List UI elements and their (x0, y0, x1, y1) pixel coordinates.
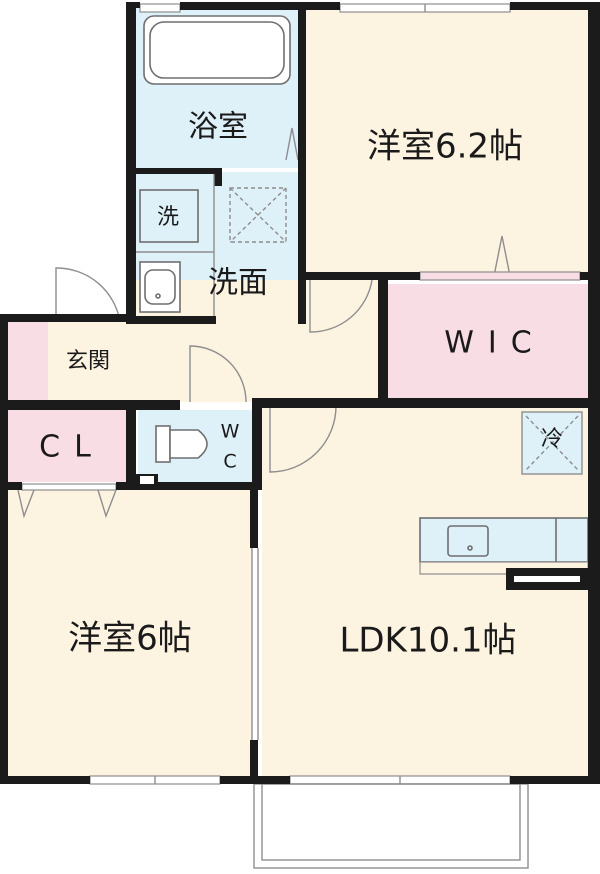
washroom-label: 洗面 (208, 266, 268, 301)
wall-top-mid (180, 2, 340, 10)
refrigerator-diag-2 (525, 415, 579, 471)
wall-bottom-mid (220, 776, 290, 784)
toilet-label-w: W (221, 421, 240, 443)
wall-left (0, 314, 8, 784)
western-room-1-label: 洋室6.2帖 (367, 127, 523, 167)
western-room-1-floor (303, 8, 588, 276)
ldk-label: LDK10.1帖 (339, 621, 516, 661)
wic-label: WIC (444, 326, 545, 361)
wall-bottom-right (510, 776, 600, 784)
floor-drain-icon (229, 187, 287, 243)
wall-top-right (510, 2, 600, 10)
washer-label: 洗 (157, 205, 179, 230)
kitchen-sink-drain-icon (467, 545, 473, 551)
wall-room2-top-left (8, 482, 22, 490)
closet-door-track (21, 483, 117, 491)
toilet-bowl-icon (169, 429, 208, 459)
wic-door-track (419, 271, 581, 281)
balcony-outline (253, 783, 529, 869)
floor-drain-diag-2 (229, 187, 287, 243)
entrance-label: 玄関 (66, 349, 110, 374)
washer-pan-icon (139, 189, 199, 243)
toilet-door-swing (189, 345, 247, 403)
washroom-door-swing (309, 279, 373, 333)
toilet-label-c: C (223, 451, 236, 473)
entrance-door-swing (55, 267, 121, 323)
kitchen-counter (419, 517, 589, 563)
room-labels: 洋室6.2帖 浴室 洗面 洗 玄関 WIC CL W C 冷 洋室6帖 LDK1… (39, 110, 563, 661)
fixtures (139, 15, 579, 562)
wall-wash-bottom-right (298, 316, 306, 324)
wash-basin-drain-icon (155, 293, 161, 299)
bathroom-label: 浴室 (188, 110, 248, 145)
wic-door-mark (493, 235, 511, 277)
wall-room2-top-right (116, 482, 262, 490)
wall-bath-left (126, 2, 136, 324)
closet-door-mark-2 (97, 489, 117, 519)
wall-right (588, 2, 600, 784)
wall-wash-bottom (136, 316, 216, 324)
refrigerator-label: 冷 (541, 427, 563, 452)
bathtub-inner-icon (149, 21, 285, 79)
bath-door-mark (285, 127, 299, 161)
balcony (253, 783, 529, 869)
wall-entrance-top (0, 314, 134, 322)
wall-wic-left (378, 276, 388, 406)
entrance-left-floor (8, 322, 48, 402)
walls (0, 2, 600, 784)
bathtub-icon (143, 15, 291, 85)
wall-entrance-bottom (0, 400, 180, 410)
wall-bath-wash (136, 168, 220, 174)
door-swings (17, 127, 511, 519)
wall-kitchen-partition-gap (514, 576, 580, 582)
kitchen-sink-icon (447, 525, 489, 557)
window-top-bath (139, 3, 181, 13)
wall-wash-stub (214, 168, 222, 186)
wall-room1-bottom-left (306, 272, 420, 280)
wall-toilet-notch-gap (140, 476, 154, 484)
balcony-inner (261, 783, 521, 861)
wall-toilet-right (252, 398, 262, 488)
wall-bath-room1 (298, 8, 306, 324)
toilet-tank-icon (155, 425, 171, 463)
wic-floor (386, 284, 588, 398)
wash-basin-bowl-icon (144, 269, 176, 305)
wall-room1-bottom-right (580, 272, 590, 280)
wall-room2-ldk-upper (250, 488, 258, 548)
closet-label: CL (39, 430, 105, 465)
closet-door-mark-1 (17, 489, 35, 519)
wall-closet-right (126, 404, 136, 488)
wall-bottom-left (0, 776, 90, 784)
western-room-2-floor (8, 488, 252, 780)
ldk-door-swing (269, 405, 337, 473)
wall-room2-ldk-lower (250, 740, 258, 784)
wall-ldk-top (256, 398, 600, 408)
closet-floor (8, 410, 126, 482)
western-room-2-label: 洋室6帖 (68, 619, 192, 659)
